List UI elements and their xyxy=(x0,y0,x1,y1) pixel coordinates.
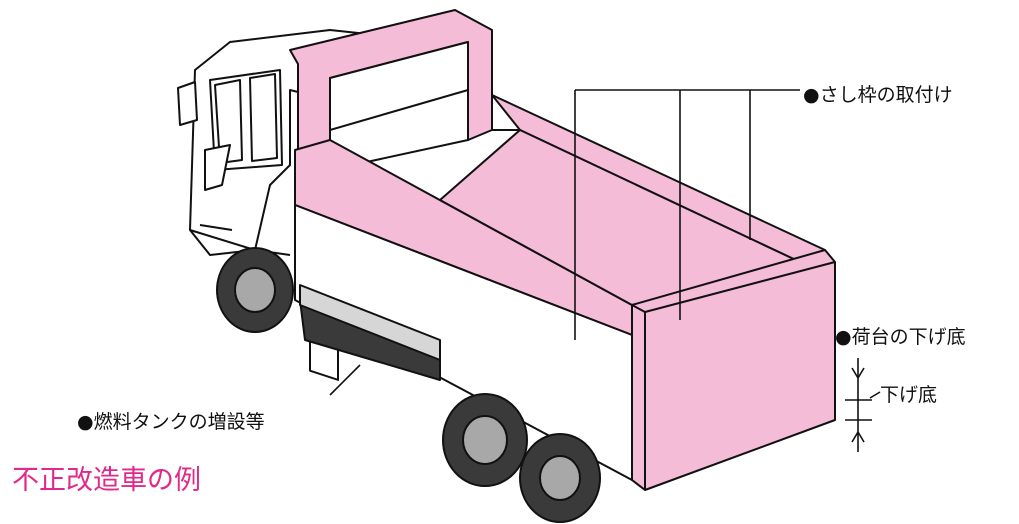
rear-wheel-2 xyxy=(519,433,601,523)
label-nidai-sagezoko: ●荷台の下げ底 xyxy=(835,326,966,348)
front-wheel xyxy=(216,247,294,333)
rear-wheel-1 xyxy=(442,393,528,487)
label-fuel-tank: ●燃料タンクの増設等 xyxy=(77,411,265,433)
fuel-tank xyxy=(299,284,441,381)
sub-frame xyxy=(294,204,633,481)
label-sagezoko: 下げ底 xyxy=(880,384,938,406)
page-title: 不正改造車の例 xyxy=(12,465,201,496)
headboard xyxy=(289,9,493,181)
label-sashiwaku: ●さし枠の取付け xyxy=(803,84,953,106)
leader-lines xyxy=(329,89,881,452)
